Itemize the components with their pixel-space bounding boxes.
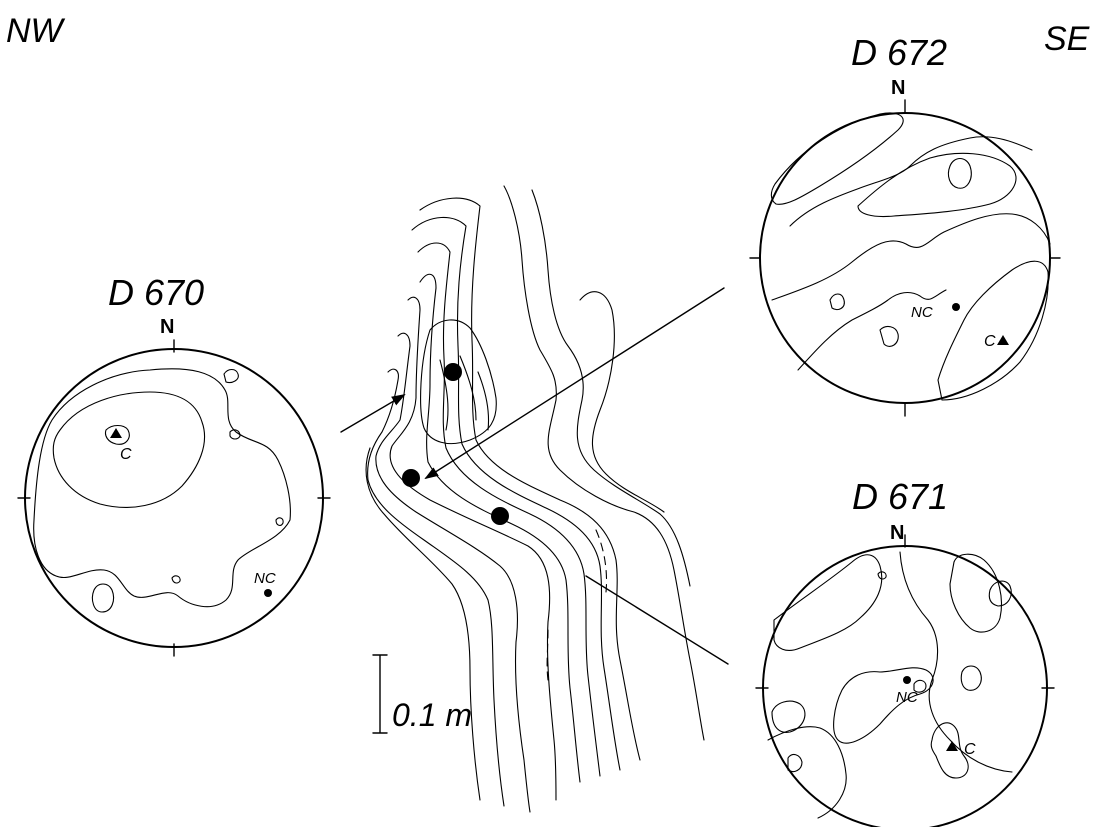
contour-4-d672	[798, 290, 946, 370]
net-circle-d670	[25, 349, 323, 647]
fold-line-11	[580, 292, 664, 512]
nc-label-d670: NC	[254, 570, 276, 587]
contour-2-d671	[900, 552, 1012, 772]
scale-bar-label: 0.1 m	[392, 697, 472, 733]
c-label-d670: C	[120, 446, 132, 463]
fold-line-9	[504, 186, 704, 740]
north-label-d672: N	[891, 77, 905, 99]
nc-marker-d672	[952, 303, 960, 311]
contour-3-d672	[772, 214, 1050, 300]
stereonet-d670: D 670 N C NC	[18, 272, 330, 656]
arrow-d672	[426, 288, 724, 478]
stereonet-d671: D 671 N NC C	[756, 476, 1054, 827]
sample-point-upper	[444, 363, 462, 381]
crosshatch-region-d672	[948, 159, 971, 189]
north-label-d670: N	[160, 316, 174, 338]
contour-small-1-d670	[224, 370, 238, 383]
orientation-label-nw: NW	[6, 12, 66, 50]
net-circle-d672	[760, 113, 1050, 403]
crosshatch-region-3-d671	[788, 755, 802, 772]
scale-bar-line	[373, 655, 387, 733]
orientation-label-se: SE	[1044, 20, 1090, 58]
net-ticks-d671	[756, 535, 1054, 688]
north-label-d671: N	[890, 522, 904, 544]
c-label-d671: C	[964, 741, 976, 758]
contour-small-3-d670	[276, 518, 283, 526]
nc-label-d672: NC	[911, 304, 933, 321]
fold-line-8	[366, 448, 480, 800]
net-ticks-d670	[18, 340, 330, 656]
sample-point-hinge	[402, 469, 420, 487]
contour-7-d671	[961, 666, 981, 690]
crosshatch-region-d670	[92, 584, 113, 612]
c-marker-d672	[997, 335, 1009, 345]
contour-5-d671	[768, 727, 846, 818]
contour-small-4-d670	[172, 576, 180, 583]
stereonet-d672: D 672 N NC C	[750, 32, 1060, 416]
scale-bar: 0.1 m	[373, 655, 472, 733]
sample-point-lower	[491, 507, 509, 525]
c-label-d672: C	[984, 333, 996, 350]
fold-line-1	[420, 198, 640, 760]
stipple-region-bottom-d672	[938, 261, 1048, 400]
stipple-region-top-d672	[771, 113, 903, 204]
nc-marker-d670	[264, 589, 272, 597]
contour-5-d672	[830, 294, 844, 310]
contour-2-d672	[858, 153, 1016, 216]
fold-line-6	[376, 333, 530, 812]
contour-6-d672	[880, 327, 898, 347]
net-circle-d671	[763, 546, 1047, 827]
stereonet-title-d671: D 671	[852, 476, 948, 517]
c-marker-d670	[110, 428, 122, 438]
contour-4-d671	[834, 668, 933, 743]
stereonet-title-d672: D 672	[851, 32, 947, 73]
stereonet-title-d670: D 670	[108, 272, 204, 313]
contour-outer-d670	[34, 369, 291, 607]
nc-label-d671: NC	[896, 689, 918, 706]
line-d671	[586, 576, 728, 664]
nc-marker-d671	[903, 676, 911, 684]
contour-1-d672	[790, 137, 1032, 226]
